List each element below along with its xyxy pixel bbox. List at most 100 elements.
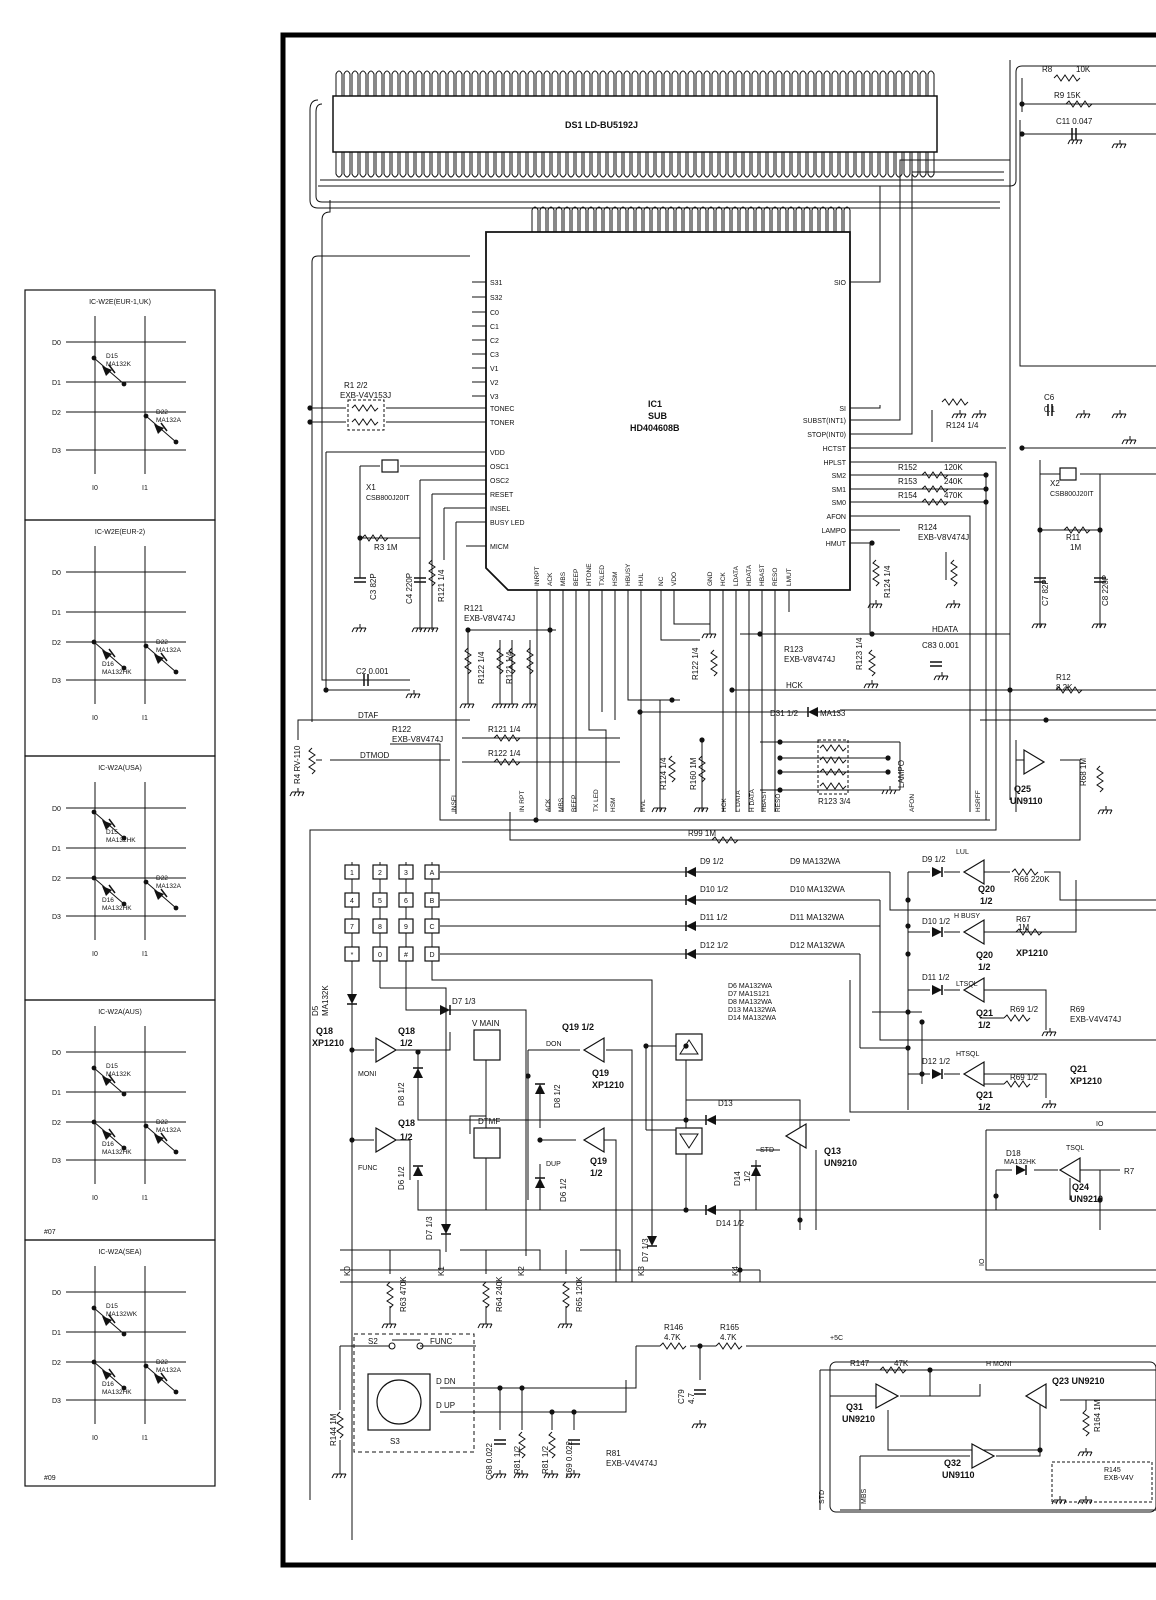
junction-dot bbox=[777, 739, 783, 745]
ic1-left-pin: C3 bbox=[490, 352, 499, 359]
diode bbox=[441, 1224, 451, 1234]
junction-dot bbox=[323, 687, 329, 693]
keypad-key-label: 6 bbox=[404, 898, 408, 905]
ground-symbol bbox=[289, 788, 305, 797]
label-d12b: D12 1/2 bbox=[922, 1057, 951, 1066]
keypad-key-label: 9 bbox=[404, 924, 408, 931]
ground-symbol bbox=[1097, 806, 1113, 815]
label-d11: D11 1/2 bbox=[700, 913, 728, 922]
junction-dot bbox=[1019, 131, 1025, 137]
variant-diode-name: D22 bbox=[156, 639, 168, 646]
label-q20a2: 1/2 bbox=[980, 896, 993, 906]
variant-row-label: D1 bbox=[52, 1330, 61, 1337]
ic1-bottom-pin: BEEP bbox=[573, 569, 580, 586]
label-dtaf: DTAF bbox=[358, 711, 378, 720]
label-q18c: Q18 bbox=[398, 1118, 415, 1128]
label-r65: R65 120K bbox=[575, 1276, 584, 1312]
label-r154: R154 bbox=[898, 491, 918, 500]
label-d18: D18 bbox=[1006, 1149, 1021, 1158]
ic1-bottom-pin: HSM bbox=[612, 572, 619, 586]
variant-diode-part: MA132HK bbox=[102, 1149, 132, 1156]
label-r1: R1 2/2 bbox=[344, 381, 368, 390]
variant-diode-part: MA132A bbox=[156, 883, 182, 890]
variant-title: IC-W2E(EUR-1,UK) bbox=[89, 299, 151, 306]
junction-dot bbox=[415, 1049, 421, 1055]
variant-diode-name: D16 bbox=[102, 1381, 114, 1388]
ground-symbol bbox=[933, 672, 949, 681]
bottom-signal-label: ACK bbox=[545, 798, 552, 812]
variant-row-label: D1 bbox=[52, 380, 61, 387]
ic1-bottom-pin: GND bbox=[707, 571, 714, 586]
label-tsql: TSQL bbox=[1066, 1145, 1084, 1152]
label-r121a: R121 1/4 bbox=[437, 569, 446, 602]
junction-dot bbox=[669, 697, 675, 703]
diode bbox=[440, 1005, 450, 1015]
keypad-key bbox=[372, 918, 388, 934]
diode bbox=[686, 921, 696, 931]
keypad-key-label: * bbox=[351, 952, 354, 959]
ic1-left-pin: C1 bbox=[490, 324, 499, 331]
label-q19b2: XP1210 bbox=[592, 1080, 624, 1090]
ic1-bottom-pin: MBS bbox=[560, 571, 567, 586]
junction-dot bbox=[465, 627, 471, 633]
variant-row-label: D1 bbox=[52, 1090, 61, 1097]
ic1-left-pin: RESET bbox=[490, 492, 514, 499]
ic1-right-pin: SM1 bbox=[832, 487, 847, 494]
junction-dot bbox=[757, 631, 763, 637]
junction-dot bbox=[777, 755, 783, 761]
label-io: IO bbox=[1096, 1121, 1104, 1128]
label-r69a: R69 1/2 bbox=[1010, 1005, 1039, 1014]
label-r154v: 470K bbox=[944, 491, 963, 500]
junction-dot bbox=[983, 499, 989, 505]
keypad-key-label: 1 bbox=[350, 870, 354, 877]
ic1: IC1 SUB HD404608B S31S32C0C1C2C3V1V2V3TO… bbox=[472, 206, 864, 591]
junction-dot bbox=[927, 1367, 933, 1373]
label-r11v: 1M bbox=[1070, 543, 1081, 552]
label-r69-part2: EXB-V4V474J bbox=[1070, 1015, 1121, 1024]
ground-symbol bbox=[491, 1470, 507, 1479]
variant-row-label: D0 bbox=[52, 1050, 61, 1057]
variant-row-label: D3 bbox=[52, 1398, 61, 1405]
bottom-signal-label: INSEL bbox=[451, 793, 458, 812]
ic1-right-pin: SUBST(INT1) bbox=[803, 418, 846, 425]
variant-col-label: I0 bbox=[92, 715, 98, 722]
keypad-key bbox=[398, 864, 414, 880]
variant-row-label: D1 bbox=[52, 846, 61, 853]
label-r165v: 4.7K bbox=[720, 1333, 737, 1342]
label-r152: R152 bbox=[898, 463, 918, 472]
ic1-sub: SUB bbox=[648, 411, 668, 421]
diode bbox=[932, 985, 942, 995]
variant-note: #09 bbox=[44, 1475, 56, 1482]
keypad-key-label: 2 bbox=[378, 870, 382, 877]
ic1-right-pin: SM2 bbox=[832, 473, 847, 480]
label-d10b: D10 1/2 bbox=[922, 917, 951, 926]
junction-dot bbox=[777, 787, 783, 793]
label-d7c: D7 1/3 bbox=[641, 1238, 650, 1262]
ground-symbol bbox=[459, 700, 475, 709]
ground-symbol bbox=[691, 1420, 707, 1429]
label-d12-part: D12 MA132WA bbox=[790, 941, 846, 950]
bottom-signal-label: AFON bbox=[909, 794, 916, 812]
ground-symbol bbox=[1077, 1496, 1093, 1505]
diode bbox=[932, 867, 942, 877]
label-q18b: Q18 bbox=[398, 1026, 415, 1036]
ground-symbol bbox=[351, 624, 367, 633]
junction-dot bbox=[729, 687, 735, 693]
label-r122-part: R122 bbox=[392, 725, 412, 734]
label-r11: R11 bbox=[1066, 533, 1081, 542]
diode bbox=[647, 1236, 657, 1246]
variant-diode-icon bbox=[102, 366, 112, 376]
label-x2-part: CSB800J20IT bbox=[1050, 491, 1094, 498]
ground-symbol bbox=[1121, 436, 1137, 445]
keypad-key bbox=[344, 864, 360, 880]
ic1-bottom-pin: HTONE bbox=[586, 563, 593, 586]
label-func2: FUNC bbox=[430, 1337, 452, 1346]
ground-symbol bbox=[1041, 1028, 1057, 1037]
junction-dot bbox=[777, 769, 783, 775]
label-q18b2: 1/2 bbox=[400, 1038, 413, 1048]
label-lampo: LAMPO bbox=[897, 760, 906, 788]
bottom-signal-label: HSRFF bbox=[975, 790, 982, 812]
keypad-key-label: 7 bbox=[350, 924, 354, 931]
label-moni: MONI bbox=[358, 1071, 376, 1078]
